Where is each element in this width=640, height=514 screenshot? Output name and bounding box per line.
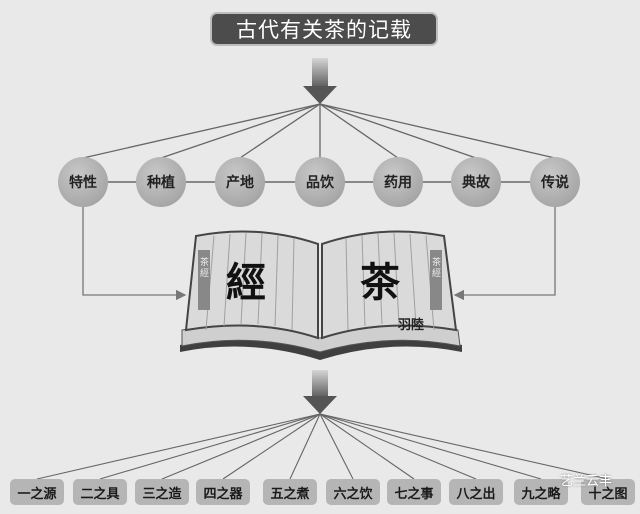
chapter-6: 六之饮 [326,479,380,505]
topic-node-zhongzhi: 种植 [136,157,186,207]
chapter-10: 十之图 [581,479,635,505]
topic-node-diangu: 典故 [451,157,501,207]
topic-node-chandi: 产地 [215,157,265,207]
chapter-1: 一之源 [10,479,64,505]
chapter-7: 七之事 [387,479,441,505]
book-spine-left: 茶 經 [200,258,210,279]
topic-node-pinyin: 品饮 [295,157,345,207]
watermark-text: 艺兰云丰 [560,474,613,489]
chapter-9: 九之略 [514,479,568,505]
book-illustration [180,230,462,360]
bottom-arrow [303,370,337,414]
chapter-4: 四之器 [196,479,250,505]
chapter-5: 五之煮 [263,479,317,505]
topic-node-chuanshuo: 传说 [530,157,580,207]
chapter-fan-lines [36,413,609,480]
chapter-2: 二之具 [73,479,127,505]
chapter-8: 八之出 [449,479,503,505]
topic-fan-lines [82,103,556,159]
topic-node-texing: 特性 [58,157,108,207]
right-side-arrow [453,207,556,301]
book-left-char: 經 [226,259,266,306]
top-arrow [303,58,337,104]
topic-node-yaoyong: 药用 [373,157,423,207]
book-author: 羽陸 [398,318,425,333]
left-side-arrow [82,207,187,301]
book-spine-right: 茶 經 [432,258,442,279]
diagram-title: 古代有关茶的记载 [210,12,438,46]
chapter-3: 三之造 [135,479,189,505]
book-right-char: 茶 [360,259,400,306]
